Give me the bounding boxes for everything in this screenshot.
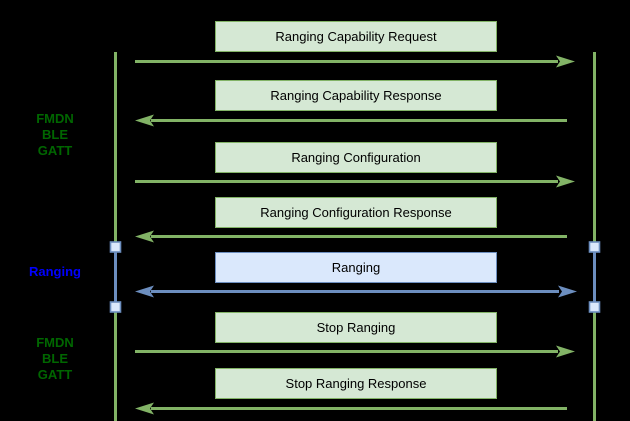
message-box-ranging-capability-response: Ranging Capability Response bbox=[215, 80, 497, 111]
arrowhead-left-icon bbox=[135, 402, 154, 415]
ranging-endpoint-square bbox=[588, 241, 601, 253]
arrowhead-left-icon bbox=[135, 114, 154, 127]
message-box-ranging-configuration: Ranging Configuration bbox=[215, 142, 497, 173]
arrowhead-right-icon bbox=[558, 285, 577, 298]
message-box-ranging-capability-request: Ranging Capability Request bbox=[215, 21, 497, 52]
message-box-ranging-configuration-response: Ranging Configuration Response bbox=[215, 197, 497, 228]
arrowhead-right-icon bbox=[556, 175, 575, 188]
arrow-ranging-capability-request bbox=[135, 55, 575, 68]
arrow-ranging-bidirectional bbox=[135, 285, 577, 298]
message-box-stop-ranging: Stop Ranging bbox=[215, 312, 497, 343]
ranging-endpoint-square bbox=[109, 301, 122, 313]
arrowhead-left-icon bbox=[135, 285, 154, 298]
arrow-ranging-capability-response bbox=[135, 114, 567, 127]
message-box-stop-ranging-response: Stop Ranging Response bbox=[215, 368, 497, 399]
arrow-stop-ranging-response bbox=[135, 402, 567, 415]
ranging-endpoint-square bbox=[588, 301, 601, 313]
arrow-ranging-configuration-response bbox=[135, 230, 567, 243]
section-label-fmdn-ble-gatt-top: FMDN BLE GATT bbox=[36, 111, 74, 158]
arrow-stop-ranging bbox=[135, 345, 575, 358]
section-label-ranging: Ranging bbox=[29, 264, 81, 279]
message-box-ranging: Ranging bbox=[215, 252, 497, 283]
arrowhead-right-icon bbox=[556, 55, 575, 68]
ranging-endpoint-square bbox=[109, 241, 122, 253]
arrow-ranging-configuration bbox=[135, 175, 575, 188]
arrowhead-left-icon bbox=[135, 230, 154, 243]
arrowhead-right-icon bbox=[556, 345, 575, 358]
section-label-fmdn-ble-gatt-bottom: FMDN BLE GATT bbox=[36, 335, 74, 382]
